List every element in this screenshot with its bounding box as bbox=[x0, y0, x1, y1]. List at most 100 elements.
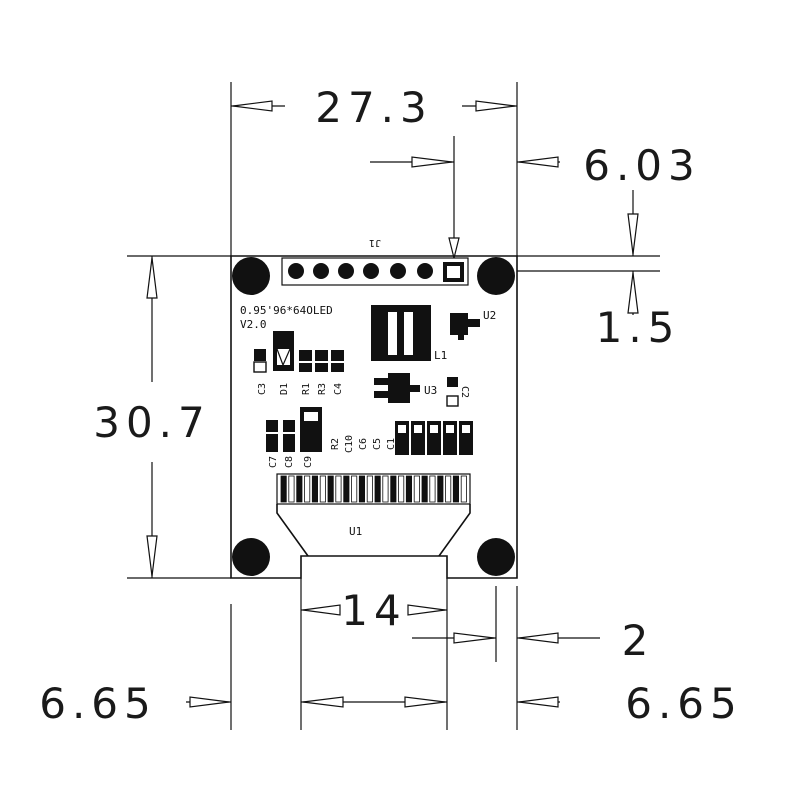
arrow-right bbox=[475, 100, 516, 112]
r3-pad-bottom bbox=[315, 363, 328, 372]
fpc-pin bbox=[366, 475, 373, 503]
arrow-up bbox=[627, 272, 639, 314]
fpc-pin bbox=[358, 475, 365, 503]
r1-label: R1 bbox=[301, 383, 312, 395]
fpc-pin bbox=[304, 475, 311, 503]
capacitor-bank bbox=[395, 421, 473, 455]
r1-pad-bottom bbox=[299, 363, 312, 372]
resistor-r3 bbox=[315, 350, 328, 372]
dim-height-total-value: 30.7 bbox=[93, 398, 211, 447]
fpc-pin bbox=[280, 475, 287, 503]
mounting-hole-top-left bbox=[232, 257, 270, 295]
c7-label: C7 bbox=[268, 456, 279, 468]
diode-d1 bbox=[273, 331, 294, 371]
c4-pad-bottom bbox=[331, 363, 344, 372]
c9-label: C9 bbox=[303, 456, 314, 468]
resistor-r1 bbox=[299, 350, 312, 372]
r3-label: R3 bbox=[317, 383, 328, 395]
arrow-right bbox=[453, 632, 495, 644]
dim-width-total-value: 27.3 bbox=[315, 83, 433, 132]
u3-body bbox=[388, 373, 410, 403]
fpc-pin bbox=[327, 475, 334, 503]
fpc-outline bbox=[276, 473, 471, 505]
fpc-pin bbox=[311, 475, 318, 503]
c7-pad-top bbox=[266, 420, 278, 432]
c3-pad-bottom bbox=[253, 361, 267, 373]
dim-offset-right: 6.03 bbox=[370, 136, 695, 259]
arrow-right bbox=[518, 156, 559, 168]
fpc-pin bbox=[319, 475, 326, 503]
header-pin-3 bbox=[338, 263, 354, 279]
fpc-pin bbox=[382, 475, 389, 503]
dim-header-offset: 1.5 bbox=[517, 190, 681, 352]
u2-pin bbox=[458, 333, 464, 340]
mounting-hole-bottom-left bbox=[232, 538, 270, 576]
inductor-l1: L1 bbox=[371, 305, 447, 362]
capacitor-c7 bbox=[266, 420, 278, 452]
u2-body bbox=[450, 313, 468, 335]
fpc-pin bbox=[398, 475, 405, 503]
fpc-pin bbox=[421, 475, 428, 503]
u3-pin-1 bbox=[374, 378, 388, 385]
dim-margin-right: 6.65 bbox=[516, 586, 737, 730]
fpc-pin bbox=[413, 475, 420, 503]
arrow-left bbox=[232, 100, 273, 112]
c8-pad-bottom bbox=[283, 434, 295, 452]
dim-header-offset-value: 1.5 bbox=[596, 303, 681, 352]
c7-pad-bottom bbox=[266, 434, 278, 452]
dim-margin-left-value: 6.65 bbox=[39, 679, 157, 728]
c4-label: C4 bbox=[333, 383, 344, 395]
fpc-pin bbox=[374, 475, 381, 503]
fpc-flex-right bbox=[438, 504, 471, 557]
dim-height-total: 30.7 bbox=[93, 255, 231, 579]
d1-label: D1 bbox=[279, 383, 290, 395]
header-pin-1 bbox=[288, 263, 304, 279]
d1-symbol bbox=[276, 348, 291, 367]
fpc-pin bbox=[429, 475, 436, 503]
arrow-left bbox=[518, 696, 559, 708]
u3-label: U3 bbox=[424, 384, 437, 397]
c3-pad-top bbox=[254, 349, 266, 361]
c2-label: C2 bbox=[459, 386, 470, 398]
c8-pad-top bbox=[283, 420, 295, 432]
regulator-u3: U3 bbox=[374, 373, 437, 403]
header-pin-6 bbox=[417, 263, 433, 279]
dim-fpc-gap: 2 bbox=[412, 586, 648, 665]
capacitor-c4 bbox=[331, 350, 344, 372]
capacitor-c2: C2 bbox=[446, 377, 470, 407]
c5-label: C5 bbox=[372, 438, 383, 450]
u3-pin-2 bbox=[374, 391, 388, 398]
r3-pad-top bbox=[315, 350, 328, 361]
fpc-connector-u1: U1 bbox=[276, 473, 471, 557]
u2-label: U2 bbox=[483, 309, 496, 322]
fpc-pin bbox=[296, 475, 303, 503]
c2-pad-bottom bbox=[446, 395, 459, 407]
capacitor-c9 bbox=[300, 407, 322, 452]
arrow-down-pin bbox=[448, 237, 460, 259]
header-outline bbox=[281, 257, 469, 286]
u3-pin-3 bbox=[410, 385, 420, 392]
capacitor-c3 bbox=[253, 349, 267, 373]
fpc-pin bbox=[288, 475, 295, 503]
c6-label: C6 bbox=[358, 438, 369, 450]
inductor-slot-right bbox=[404, 312, 413, 355]
header-pin-5 bbox=[390, 263, 406, 279]
r1-pad-top bbox=[299, 350, 312, 361]
fpc-pin bbox=[460, 475, 467, 503]
r2-label: R2 bbox=[330, 438, 341, 450]
arrow-left bbox=[302, 604, 341, 616]
header-pin-square-inner bbox=[447, 266, 460, 278]
fpc-pin bbox=[343, 475, 350, 503]
fpc-pin bbox=[335, 475, 342, 503]
c1-label: C1 bbox=[386, 438, 397, 450]
c2-pad-top bbox=[447, 377, 458, 387]
c3-label: C3 bbox=[257, 383, 268, 395]
fpc-pin-row bbox=[280, 475, 467, 503]
fpc-pin bbox=[452, 475, 459, 503]
fpc-pin bbox=[390, 475, 397, 503]
pcb-board bbox=[230, 255, 518, 579]
pin-header-j1: J1 bbox=[281, 237, 469, 286]
c9-window bbox=[304, 412, 318, 421]
pcb-outline bbox=[230, 255, 518, 579]
fpc-pin bbox=[351, 475, 358, 503]
